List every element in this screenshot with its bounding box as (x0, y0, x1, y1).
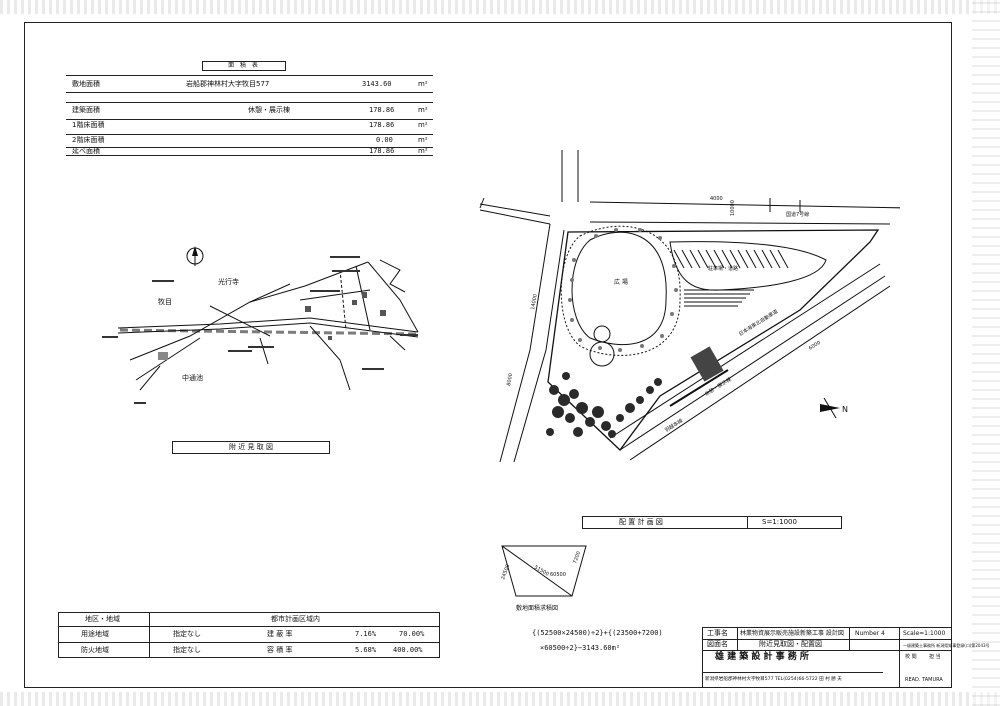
scan-edge-top (0, 0, 1000, 14)
calc-dim-2: 60500 (550, 572, 566, 578)
calc-line-2: ×60500÷2}−3143.60m² (540, 644, 621, 652)
site-dim-8000: 8000 (506, 373, 514, 387)
area-unit-building: m² (418, 106, 428, 114)
area-table: 敷地面積 岩船郡神林村大字牧目577 3143.60 m² 建築面積 休憩・展示… (66, 75, 433, 156)
vicinity-label-pond: 中通池 (182, 373, 203, 382)
site-label-plaza: 広 場 (614, 278, 628, 286)
area-value-floor2: 0.00 (376, 136, 393, 144)
zoning-limit-coverage: 70.00% (399, 630, 425, 638)
vicinity-label-temple: 光行寺 (218, 277, 239, 286)
zoning-label-fire: 防火地域 (81, 646, 109, 654)
zoning-limit-floor: 400.00% (393, 646, 423, 654)
vicinity-caption: 附 近 見 取 図 (172, 441, 330, 454)
site-caption-scale: S=1:1000 (747, 517, 797, 528)
zoning-header-planning: 都市計画区域内 (271, 615, 320, 623)
title-block: 工事名 林業物資展示販売施設新築工事 設計図 Number 4 Scale=1:… (702, 627, 990, 688)
zoning-actual-floor: 5.68% (355, 646, 377, 654)
title-check-1: 校 閲 (905, 654, 917, 660)
title-scale: Scale=1:1000 (903, 630, 946, 637)
area-value-floor1: 178.86 (369, 121, 395, 129)
zoning-ratio-label-coverage: 建 蔽 率 (267, 630, 293, 638)
area-unit-floor1: m² (418, 121, 428, 129)
site-caption: 配 置 計 画 図 S=1:1000 (582, 516, 842, 529)
site-calc-diagram: 51500 60500 24500 7200 (500, 545, 587, 597)
zoning-header-district: 地区・地域 (85, 615, 120, 623)
calc-dim-4: 7200 (572, 551, 582, 565)
scan-edge-right (972, 0, 1000, 706)
scan-edge-bottom (0, 692, 1000, 706)
title-drawing: 附近見取図・配置図 (759, 640, 822, 648)
title-check-2: 担 当 (929, 654, 941, 660)
title-office-info: 新潟県岩船郡神林村大字牧目577 TEL(0254)66-5722 田 村 勝 … (705, 677, 842, 682)
area-value-site: 3143.60 (362, 80, 392, 88)
area-label-floor2: 2階床面積 (72, 136, 105, 144)
zoning-value-fire: 指定なし (173, 646, 201, 654)
vicinity-caption-text: 附 近 見 取 図 (229, 443, 273, 451)
calc-line-1: {(52500×24500)÷2}+{(23500+7200) (532, 629, 663, 637)
area-unit-floor2: m² (418, 136, 428, 144)
title-project-label: 工事名 (707, 629, 728, 637)
title-office: 雄 建 築 設 計 事 務 所 (715, 652, 809, 662)
area-unit-total: m² (418, 147, 428, 155)
vicinity-map: 光行寺 牧目 中通池 (102, 246, 419, 404)
site-dim-14000: 14000 (530, 294, 539, 311)
site-building (690, 346, 724, 382)
site-label-parking: 駐車場・道路 (708, 265, 738, 272)
area-label-building: 建築面積 (72, 106, 100, 114)
area-value-building: 178.86 (369, 106, 395, 114)
area-unit-site: m² (418, 80, 428, 88)
calc-dim-3: 24500 (500, 564, 511, 581)
area-value-total: 178.86 (369, 147, 395, 155)
drawing-frame (24, 22, 952, 688)
calc-dim-1: 51500 (533, 565, 550, 578)
site-dim-4000: 4000 (710, 196, 723, 202)
vicinity-label-village: 牧目 (158, 297, 172, 306)
zoning-ratio-label-floor: 容 積 率 (267, 646, 293, 654)
area-label-site: 敷地面積 (72, 80, 100, 88)
area-label-floor1: 1階床面積 (72, 121, 105, 129)
zoning-actual-coverage: 7.16% (355, 630, 377, 638)
area-location-site: 岩船郡神林村大字牧目577 (186, 80, 270, 88)
zoning-table: 地区・地域 都市計画区域内 用途地域 指定なし 建 蔽 率 7.16% 70.0… (58, 612, 440, 658)
site-dim-10000: 10000 (730, 200, 736, 216)
vicinity-north-arrow (186, 246, 204, 266)
site-north-arrow: N (820, 397, 848, 419)
area-label-total: 延べ面積 (72, 147, 100, 155)
title-drawing-label: 図面名 (707, 640, 728, 648)
area-table-title: 面 積 表 (202, 61, 286, 71)
area-location-building: 休憩・展示棟 (248, 106, 290, 114)
site-north-label: N (842, 405, 848, 414)
title-number: Number 4 (855, 630, 885, 637)
site-plan: N 広 場 駐車場・道路 国道7号線 休憩・展示棟 日本海東北自動車道 羽越本線… (479, 150, 900, 463)
site-label-road: 国道7号線 (786, 211, 809, 218)
site-caption-title: 配 置 計 画 図 (619, 518, 663, 526)
calc-caption: 敷地面積求積図 (516, 605, 559, 612)
site-dim-6000: 6000 (808, 340, 822, 352)
zoning-label-use: 用途地域 (81, 630, 109, 638)
zoning-value-use: 指定なし (173, 630, 201, 638)
title-project: 林業物資展示販売施設新築工事 設計図 (740, 630, 844, 637)
title-reg-info: 一級建築士事務所 新潟県知事登録(ロ)第2043号 (903, 643, 990, 648)
title-sign: READ. TAMURA (905, 677, 943, 683)
